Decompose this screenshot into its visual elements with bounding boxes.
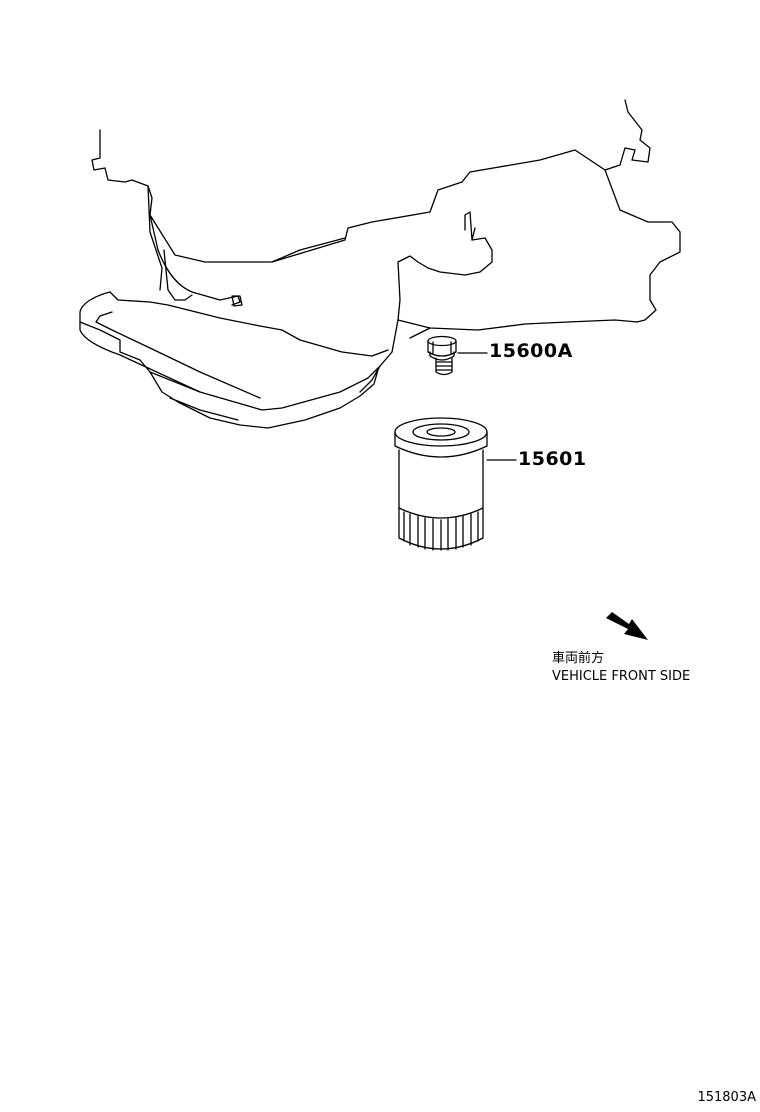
arrow-down-right-icon (606, 612, 648, 640)
diagram-id: 151803A (697, 1090, 756, 1105)
drain-plug-15600a (427, 335, 457, 376)
direction-note-english: VEHICLE FRONT SIDE (552, 669, 691, 684)
part-number-15601: 15601 (518, 448, 587, 470)
oil-filter-15601 (394, 417, 488, 551)
engine-block-outline (79, 99, 681, 429)
direction-note-japanese: 車両前方 (552, 651, 605, 666)
part-number-15600a: 15600A (489, 340, 573, 362)
